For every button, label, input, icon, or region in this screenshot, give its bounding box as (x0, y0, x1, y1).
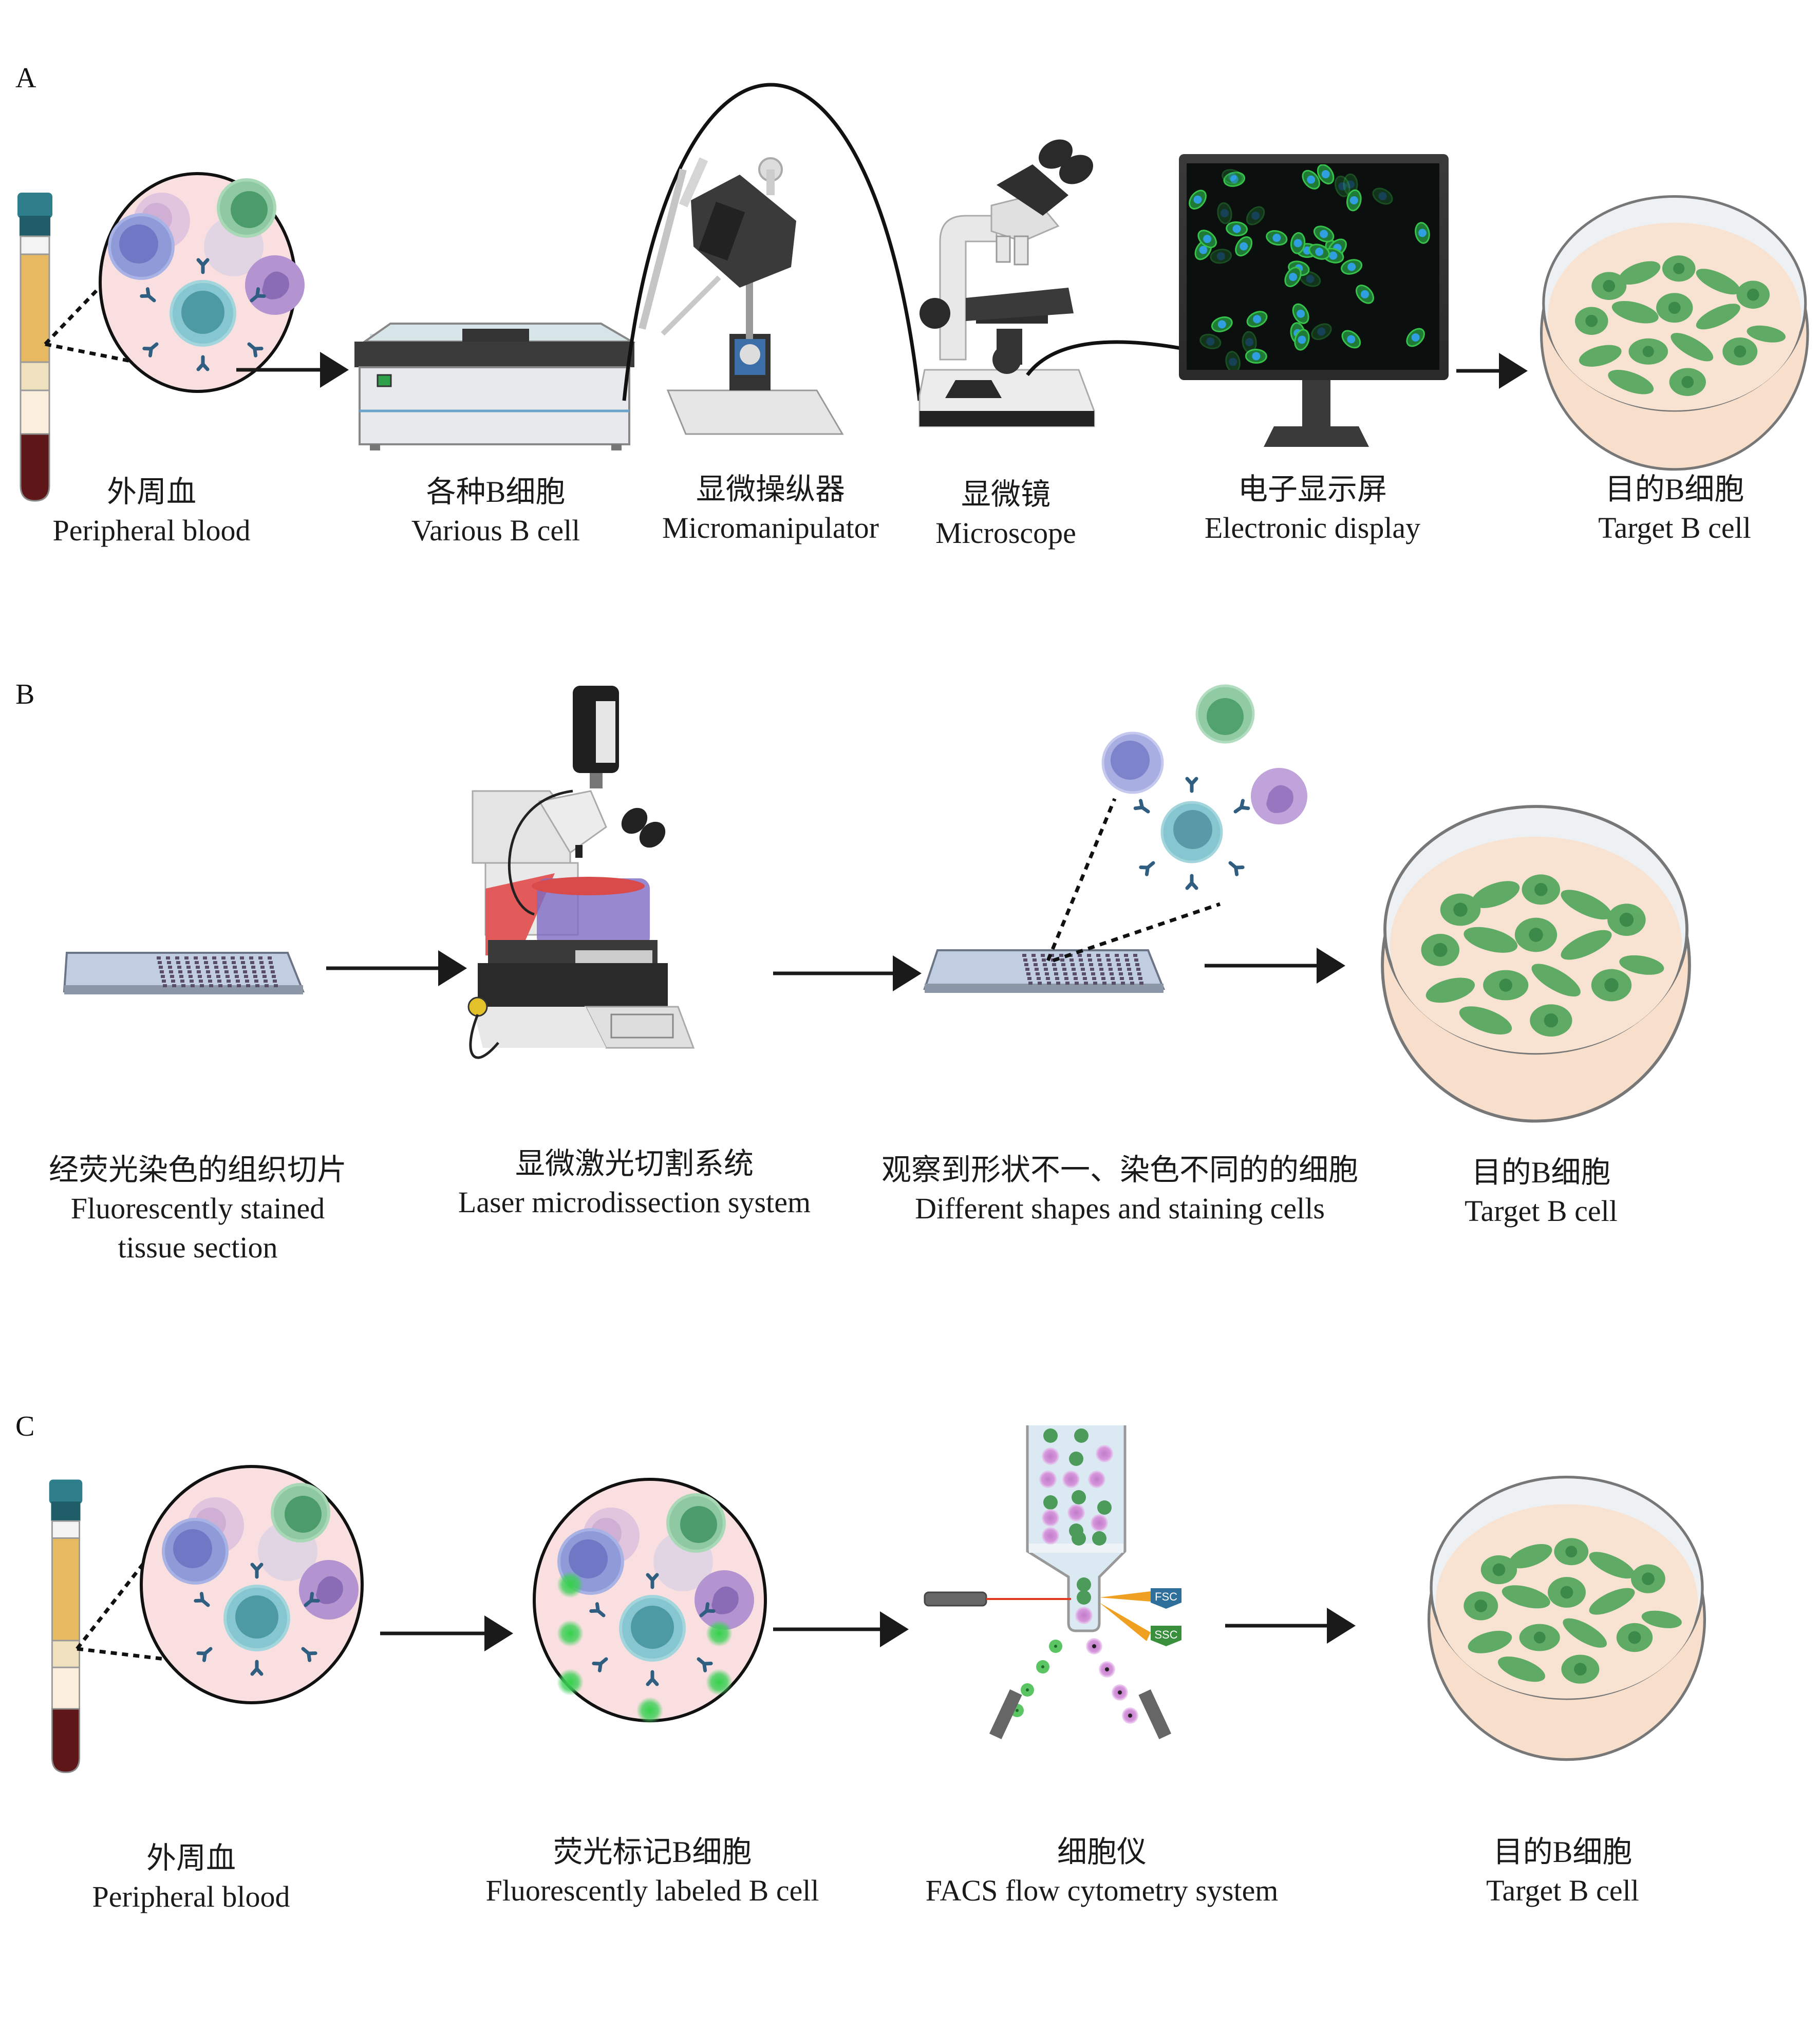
monitor-icon (1179, 154, 1449, 447)
blood-tube-icon (48, 1479, 83, 1773)
petri-dish-icon (1382, 806, 1690, 1121)
laser-microscope-icon (467, 686, 695, 1059)
panel-label-b: B (15, 679, 35, 710)
flow-cytometer-icon: FSC SSC (924, 1425, 1181, 1739)
panel-label-c: C (15, 1410, 35, 1442)
panel-c: FSC SSC (48, 1425, 1705, 1773)
cell-dish-box-icon (354, 323, 636, 450)
blood-tube-icon (16, 192, 53, 502)
panel-label-a: A (15, 62, 36, 94)
slide-cells-icon (923, 684, 1307, 993)
tissue-slide-icon (63, 952, 305, 994)
blood-cells-zoom-icon (99, 172, 305, 393)
microscope-icon (918, 139, 1187, 427)
fluorescent-cells (1189, 164, 1430, 370)
floating-cells-icon (1101, 684, 1307, 888)
labeled-cells-icon (533, 1478, 767, 1724)
panel-b (63, 684, 1690, 1121)
fsc-label: FSC (1155, 1590, 1177, 1603)
negative-plate (1138, 1689, 1172, 1739)
positive-plate (989, 1689, 1022, 1739)
petri-dish-icon (1542, 197, 1808, 469)
transfer-arc (622, 83, 922, 401)
blood-cells-zoom-icon (140, 1465, 364, 1704)
petri-dish-icon (1429, 1477, 1705, 1760)
ssc-label: SSC (1154, 1628, 1177, 1641)
panel-a (16, 83, 1808, 502)
micromanipulator-icon (639, 157, 844, 435)
